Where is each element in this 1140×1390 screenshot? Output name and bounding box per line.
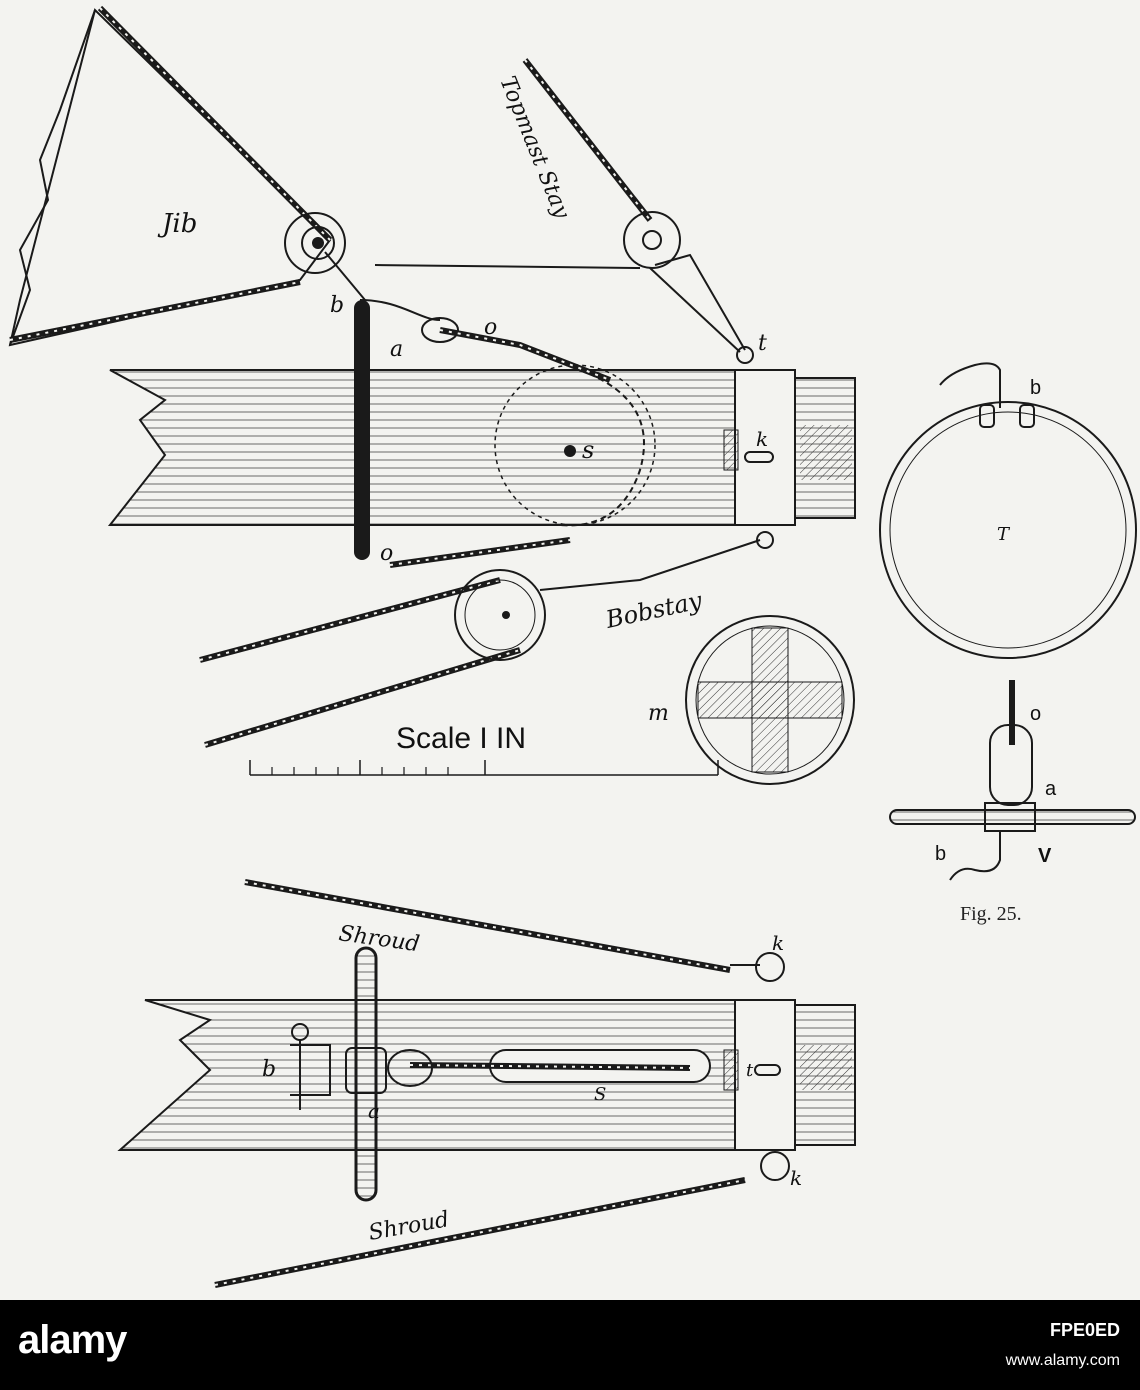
label-k-upper: k [756,427,768,451]
label-jib: Jib [157,209,197,239]
label-b-detail: b [935,843,946,865]
cross-section-m [685,615,855,785]
label-k-lower-bottom: k [790,1166,802,1190]
image-id: FPE0ED [1049,1320,1120,1340]
topmast-stay [374,58,754,364]
label-o-detail: o [1030,703,1041,725]
bowsprit-band-upper [354,299,459,560]
label-a-upper: a [390,337,403,362]
label-shroud-top: Shroud [337,921,421,957]
label-topmast-stay: Topmast Stay [494,73,574,223]
upper-stay-rope [439,327,612,383]
label-scale: Scale I IN [396,722,526,755]
scale-bar [249,760,719,776]
engraving-plate: Jib Topmast Stay Bobstay Shroud Shroud S… [0,0,1140,1300]
label-a-detail: a [1045,778,1057,800]
shroud-bottom [214,1151,790,1288]
label-k-lower-top: k [772,931,784,955]
shroud-top [244,879,785,982]
label-b-ring: b [1030,377,1041,399]
label-o-lower: o [380,541,393,566]
label-s-upper: s [582,436,594,464]
label-b-lower: b [262,1057,276,1082]
bowsprit-lower [117,999,856,1151]
ring-T [879,362,1137,659]
bowsprit-band-lower [290,946,433,1202]
label-V: V [1038,845,1052,867]
label-b-upper: b [330,293,344,318]
label-T: T [997,524,1011,545]
watermark-footer: alamy FPE0ED www.alamy.com [0,1300,1140,1390]
label-t-upper: t [758,331,767,356]
jib-thimble [284,212,366,301]
label-o-upper: o [484,315,497,340]
ring-detail [889,680,1136,881]
bowsprit-upper [107,364,856,527]
label-t-lower: t [746,1060,754,1081]
label-bobstay: Bobstay [602,586,704,634]
label-a-lower: a [368,1099,380,1123]
label-m: m [648,701,669,726]
label-figure-number: Fig. 25. [960,903,1022,925]
site-url: www.alamy.com [1005,1352,1120,1369]
label-s-lower: S [594,1084,606,1105]
rigging-diagram: Jib Topmast Stay Bobstay Shroud Shroud S… [8,5,1137,1288]
brand-logo: alamy [18,1318,127,1362]
bobstay [199,531,774,748]
jib-sail [8,5,333,347]
